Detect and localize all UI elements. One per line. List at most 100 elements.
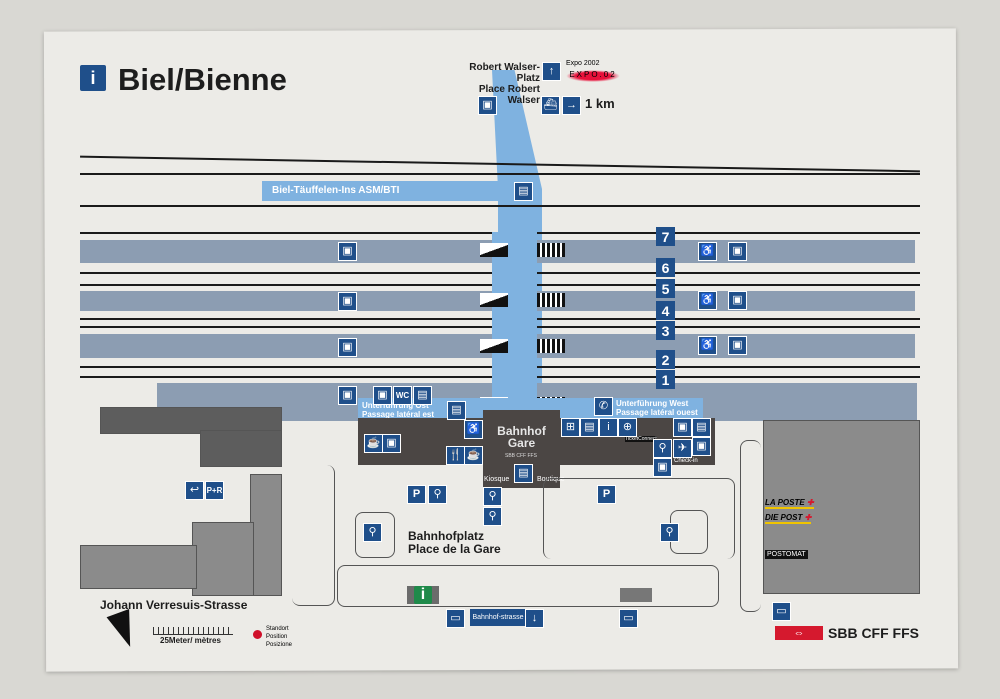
park-ride-sign-icon: ↩: [185, 481, 204, 500]
ticket-icon: ▤: [514, 182, 533, 201]
parking-icon: P: [597, 485, 616, 504]
luggage-trolley-icon: ▣: [338, 292, 357, 311]
bus-icon: ▭: [772, 602, 791, 621]
information-icon: i: [599, 418, 618, 437]
ticketconnect-label: TicketConnect: [625, 436, 657, 442]
bike-rental-icon: ⚲: [653, 439, 672, 458]
taxi-icon: ⚲: [483, 507, 502, 526]
park-ride-icon: P+R: [205, 481, 224, 500]
luggage-trolley-icon: ▣: [728, 336, 747, 355]
phone-icon: ✆: [594, 397, 613, 416]
waiting-icon: ♿: [698, 336, 717, 355]
track-number-6: 6: [656, 258, 675, 277]
bike-parking-icon: ⚲: [660, 523, 679, 542]
die-post-logo: DIE POST ✚: [765, 513, 812, 524]
travel-center-icon: ⊞: [561, 418, 580, 437]
building: [250, 474, 282, 596]
postomat-label: POSTOMAT: [765, 550, 808, 559]
luggage-trolley-icon: ▣: [338, 386, 357, 405]
checkin-label: Check-in: [674, 458, 698, 464]
bahnhofstrasse-sign: Bahnhof-strasse: [470, 609, 526, 626]
luggage-icon: ▣: [382, 434, 401, 453]
waiting-icon: ♿: [698, 291, 717, 310]
luggage-trolley-icon: ▣: [728, 291, 747, 310]
street-west-label: Johann Verresuis-Strasse: [100, 598, 248, 612]
luggage-trolley-icon: ▣: [338, 338, 357, 357]
airplane-checkin-icon: ✈: [673, 439, 692, 458]
scale-bar: [153, 627, 233, 635]
map-title: Biel/Bienne: [118, 62, 287, 97]
building: [620, 588, 652, 602]
sbb-logo-icon: ⇔: [775, 626, 823, 640]
expo-label: Expo 2002: [566, 60, 600, 67]
road-outline: [292, 465, 335, 606]
road-outline: [740, 440, 761, 612]
luggage-trolley-icon: ▣: [338, 242, 357, 261]
bike-parking-icon: ⚲: [363, 523, 382, 542]
bar-icon: ☕: [464, 446, 483, 465]
station-sbb-label: SBB CFF FFS: [505, 453, 537, 459]
stairs-icon: [537, 339, 565, 353]
la-poste-logo: LA POSTE ✚: [765, 498, 814, 509]
road-outline: [337, 565, 719, 607]
asm-bti-platform: [262, 181, 532, 201]
underpass-platforms: [492, 232, 537, 412]
bus-icon: ▭: [446, 609, 465, 628]
wc-icon: WC: [393, 386, 412, 405]
luggage-icon: ▣: [373, 386, 392, 405]
stairs-icon: [537, 243, 565, 257]
road-outline: [543, 478, 735, 559]
bike-parking-icon: ⚲: [483, 487, 502, 506]
underpass-east-west: [358, 398, 703, 418]
locker-icon: ▤: [692, 418, 711, 437]
locker-icon: ▤: [413, 386, 432, 405]
expo-logo: EXPO.02: [566, 70, 620, 82]
track: [80, 205, 920, 207]
ticket-icon: ▤: [580, 418, 599, 437]
track-number-5: 5: [656, 279, 675, 298]
luggage-trolley-icon: ▣: [728, 242, 747, 261]
boat-icon: ⛴: [541, 96, 560, 115]
baggage-icon: ▣: [692, 437, 711, 456]
bus-icon: ▭: [619, 609, 638, 628]
position-marker-icon: [253, 630, 262, 639]
track-number-2: 2: [656, 350, 675, 369]
track-number-7: 7: [656, 227, 675, 246]
track-number-3: 3: [656, 321, 675, 340]
building: [80, 545, 197, 589]
track: [80, 173, 920, 175]
waiting-icon: ♿: [464, 420, 483, 439]
ticket-icon: ▤: [447, 401, 466, 420]
tourist-info-icon: i: [414, 586, 432, 604]
ramp-icon: [480, 243, 508, 257]
globe-icon: ⊕: [618, 418, 637, 437]
sbb-brand: SBB CFF FFS: [828, 625, 919, 641]
arrow-up-icon: ↑: [542, 62, 561, 81]
track-number-1: 1: [656, 370, 675, 389]
scale-label: 25Meter/ mètres: [160, 636, 221, 645]
luggage-trolley-icon: ▣: [653, 458, 672, 477]
distance-label: 1 km: [585, 96, 615, 111]
arrow-down-icon: ↓: [525, 609, 544, 628]
building: [100, 407, 282, 434]
ticket-machine-icon: ▤: [514, 464, 533, 483]
ramp-icon: [480, 293, 508, 307]
waiting-icon: ♿: [698, 242, 717, 261]
info-icon: i: [80, 65, 106, 91]
building: [192, 522, 254, 596]
luggage-icon: ▣: [673, 418, 692, 437]
stairs-icon: [537, 293, 565, 307]
ramp-icon: [480, 339, 508, 353]
luggage-icon: ▣: [478, 96, 497, 115]
cafe-icon: ☕: [364, 434, 383, 453]
bike-parking-icon: ⚲: [428, 485, 447, 504]
track-number-4: 4: [656, 301, 675, 320]
bike-island: [355, 512, 395, 558]
kiosk-label: Kiosque: [484, 476, 510, 483]
